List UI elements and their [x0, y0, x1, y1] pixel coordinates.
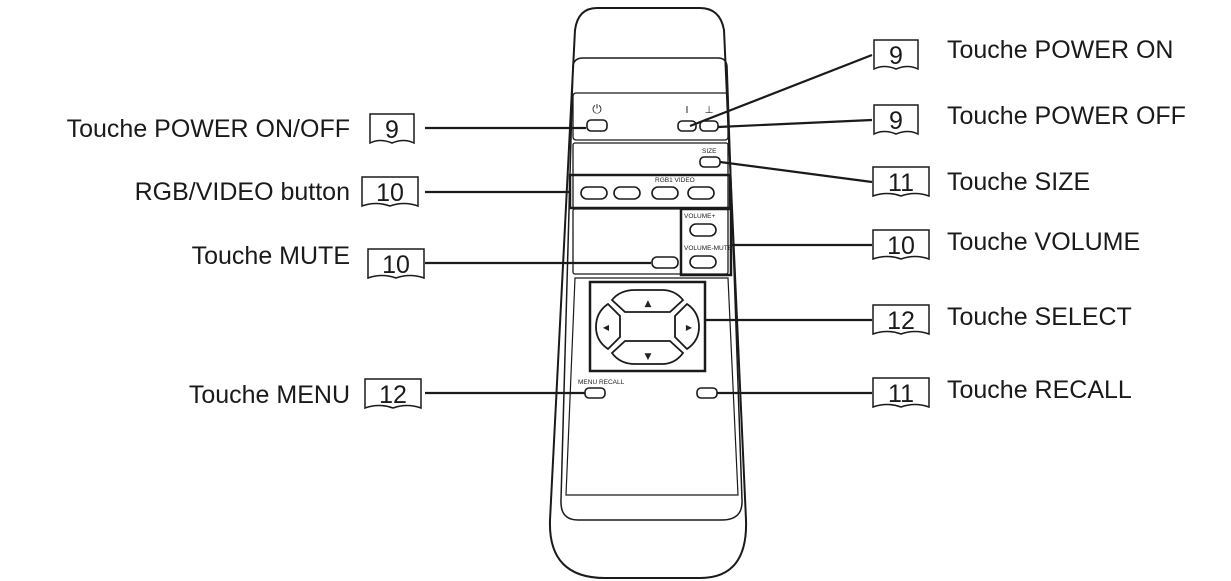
menu-button[interactable]	[584, 387, 606, 399]
callout-label: Touche SIZE	[947, 168, 1090, 196]
page-ref-book-icon	[873, 39, 919, 71]
page-ref-book-icon	[364, 378, 422, 410]
callout-page: 12	[379, 381, 407, 409]
callout-label: Touche POWER ON/OFF	[67, 115, 350, 143]
callout-menu: Touche MENU 12	[189, 378, 422, 410]
callout-page: 9	[889, 107, 903, 135]
callout-power-on-off: Touche POWER ON/OFF 9	[67, 113, 415, 145]
select-up-button[interactable]: ▲	[610, 289, 685, 313]
callout-size: 11 Touche SIZE	[872, 166, 1090, 198]
input-button-3[interactable]	[651, 186, 679, 200]
power-on-symbol: I	[686, 105, 689, 116]
mute-button[interactable]	[651, 256, 679, 269]
recall-button[interactable]	[696, 387, 718, 399]
select-down-button[interactable]: ▼	[610, 340, 685, 365]
select-right-button[interactable]: ▶	[674, 302, 700, 351]
callout-select: 12 Touche SELECT	[872, 303, 1132, 336]
callout-page: 10	[376, 179, 404, 207]
page-ref-book-icon	[361, 176, 419, 208]
callout-page: 12	[887, 307, 915, 335]
leader-power-on	[689, 53, 873, 128]
right-arrow-icon: ▶	[686, 323, 693, 332]
leader-lines	[425, 53, 873, 395]
callout-power-off: 9 Touche POWER OFF	[873, 102, 1186, 136]
callout-label: Touche POWER OFF	[947, 102, 1186, 130]
volume-plus-button[interactable]	[689, 223, 717, 237]
size-button[interactable]: SIZE	[699, 148, 721, 168]
page-ref-book-icon	[367, 248, 425, 280]
callout-page: 10	[887, 232, 915, 260]
page-ref-book-icon	[873, 104, 919, 136]
callout-label: Touche SELECT	[947, 303, 1132, 331]
power-on-off-button[interactable]: ⏻	[586, 102, 608, 132]
input-button-4[interactable]	[687, 186, 715, 200]
volume-minus-label: VOLUME-MUTE	[684, 245, 733, 252]
power-off-symbol: ⊥	[705, 105, 714, 116]
callout-recall: 11 Touche RECALL	[872, 376, 1132, 409]
callout-page: 9	[385, 116, 399, 144]
callout-page: 9	[889, 42, 903, 70]
input-label: RGB1 VIDEO	[655, 177, 695, 184]
callout-volume: 10 Touche VOLUME	[872, 228, 1140, 261]
volume-buttons-box	[679, 207, 733, 277]
callout-page: 11	[888, 169, 914, 197]
callout-label: Touche VOLUME	[947, 228, 1140, 256]
select-pad-box	[588, 280, 707, 373]
page-ref-book-icon	[369, 113, 415, 145]
page-ref-book-icon	[872, 166, 930, 198]
volume-plus-label: VOLUME+	[684, 213, 715, 220]
callout-label: RGB/VIDEO button	[135, 178, 350, 206]
leader-size	[719, 160, 873, 184]
power-icon: ⏻	[592, 102, 602, 116]
left-arrow-icon: ◀	[603, 323, 610, 332]
callout-power-on: 9 Touche POWER ON	[873, 36, 1173, 71]
callout-label: Touche MENU	[189, 381, 350, 409]
callout-page: 11	[888, 380, 914, 408]
menu-recall-label: MENU RECALL	[578, 379, 625, 386]
size-label: SIZE	[702, 148, 717, 155]
callout-page: 10	[382, 251, 410, 279]
input-button-2[interactable]	[613, 186, 641, 200]
callout-label: Touche POWER ON	[947, 36, 1173, 64]
power-on-button[interactable]: I	[677, 105, 697, 132]
select-left-button[interactable]: ◀	[595, 302, 621, 351]
callout-label: Touche MUTE	[192, 242, 350, 270]
callout-label: Touche RECALL	[947, 376, 1132, 404]
leader-power-off	[717, 118, 873, 129]
input-button-1[interactable]	[580, 186, 608, 200]
volume-minus-mute-button[interactable]	[689, 255, 717, 269]
callout-mute: Touche MUTE 10	[192, 242, 425, 280]
callout-rgb-video: RGB/VIDEO button 10	[135, 176, 419, 208]
up-arrow-icon: ▲	[645, 299, 652, 309]
page-ref-book-icon	[872, 229, 930, 261]
page-ref-book-icon	[872, 304, 930, 336]
page-ref-book-icon	[872, 377, 930, 409]
down-arrow-icon: ▼	[645, 352, 652, 362]
